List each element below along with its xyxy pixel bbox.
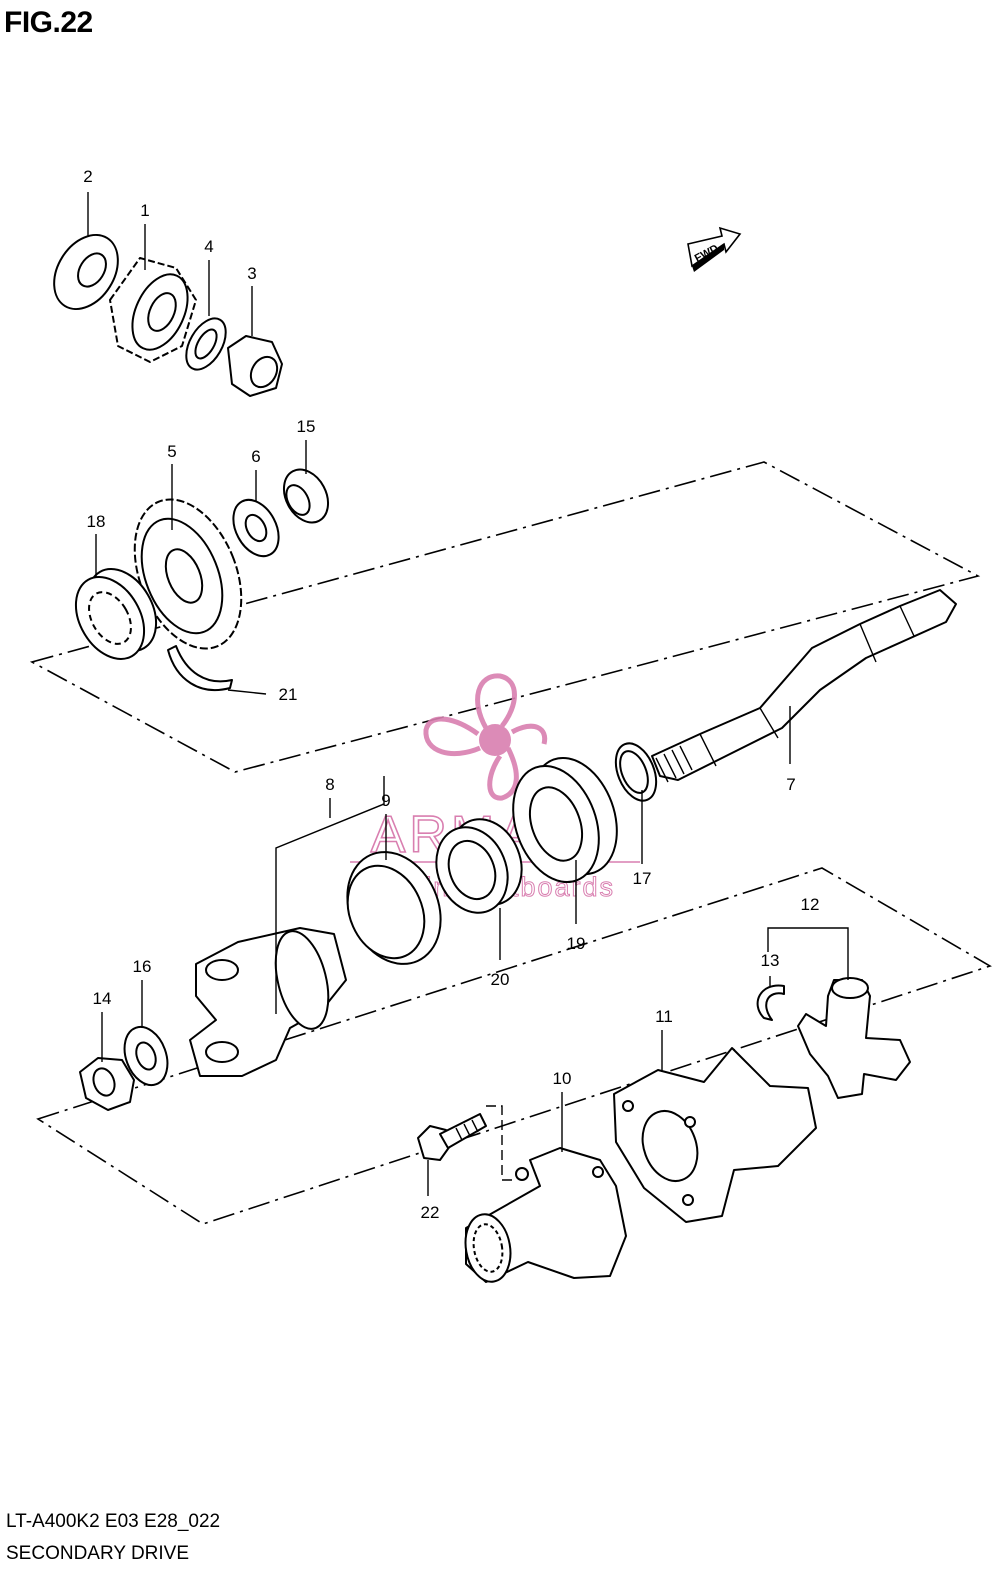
callout-15: 15 <box>297 417 316 436</box>
callout-6: 6 <box>251 447 260 466</box>
part-18-needle-bearing <box>74 568 158 660</box>
part-13-snap-ring <box>756 984 785 1021</box>
callout-2: 2 <box>83 167 92 186</box>
part-21-circlip <box>167 645 233 691</box>
part-7-secondary-shaft <box>651 589 957 783</box>
part-6-washer <box>232 498 280 558</box>
callout-8: 8 <box>325 775 334 794</box>
assembly-frame-upper <box>29 461 981 773</box>
part-16-washer <box>123 1025 169 1087</box>
callout-19: 19 <box>567 934 586 953</box>
part-5-drive-gear <box>133 498 243 650</box>
callout-12: 12 <box>801 895 820 914</box>
assembly-frame-lower <box>36 867 992 1225</box>
diagram-name: SECONDARY DRIVE <box>6 1543 190 1564</box>
callout-13: 13 <box>761 951 780 970</box>
callout-17: 17 <box>633 869 652 888</box>
callout-21: 21 <box>279 685 298 704</box>
part-8-yoke <box>189 927 347 1077</box>
callout-7: 7 <box>786 775 795 794</box>
part-22-bolt <box>417 1113 487 1161</box>
part-11-flange-yoke <box>613 1047 817 1223</box>
part-12-universal-joint <box>797 977 911 1099</box>
part-9-seal <box>346 851 442 965</box>
part-1-bevel-gear <box>109 257 197 363</box>
figure-title: FIG.22 <box>4 6 93 39</box>
callout-14: 14 <box>93 989 112 1008</box>
part-17-o-ring <box>614 742 658 802</box>
part-15-bushing <box>282 468 330 524</box>
callout-16: 16 <box>133 957 152 976</box>
callout-1: 1 <box>140 201 149 220</box>
callout-22: 22 <box>421 1203 440 1222</box>
part-20-bushing <box>435 818 523 914</box>
diagram-code: LT-A400K2 E03 E28_022 <box>6 1511 221 1532</box>
part-2-washer <box>53 233 119 311</box>
callout-18: 18 <box>87 512 106 531</box>
callout-10: 10 <box>553 1069 572 1088</box>
part-4-washer <box>185 317 227 371</box>
callout-4: 4 <box>204 237 213 256</box>
part-3-nut <box>227 335 283 397</box>
fwd-arrow-icon: FWD <box>687 226 742 272</box>
watermark-propeller-icon <box>423 673 548 801</box>
callout-5: 5 <box>167 442 176 461</box>
callout-9: 9 <box>381 791 390 810</box>
part-19-ball-bearing <box>512 756 618 884</box>
callout-numbers: 2 1 4 3 15 5 6 18 21 7 8 9 17 19 20 12 1… <box>83 167 819 1222</box>
callout-20: 20 <box>491 970 510 989</box>
callout-3: 3 <box>247 264 256 283</box>
part-10-output-flange <box>464 1147 627 1283</box>
leader-lines <box>87 192 849 1196</box>
callout-11: 11 <box>655 1007 673 1026</box>
